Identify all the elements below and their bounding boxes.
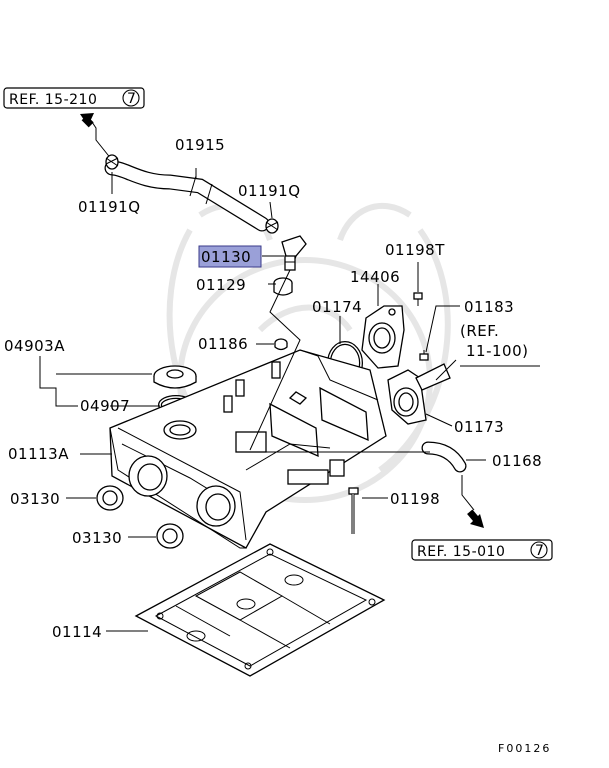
callout-04907[interactable]: 04907 (80, 397, 130, 415)
seal-housing-14406-icon (361, 305, 405, 369)
callout-01198t[interactable]: 01198T (385, 241, 445, 259)
arrow-to-ref-top-icon (80, 113, 113, 161)
oil-filler-cap-icon (153, 365, 197, 389)
callout-01129[interactable]: 01129 (196, 276, 246, 294)
ref-top-text: REF. 15-210 (9, 92, 97, 108)
callout-01191q-right[interactable]: 01191Q (238, 182, 301, 200)
callout-01915[interactable]: 01915 (175, 136, 225, 154)
ref-top-box: REF. 15-210 7 (3, 87, 145, 109)
cover-hose-01168-icon (421, 441, 467, 473)
bolt-01183-icon (419, 350, 429, 361)
spark-plug-hole-left-icon (128, 455, 168, 497)
leader-lines (39, 168, 540, 632)
figure-code: F00126 (498, 742, 551, 755)
ref-side-line-1: (REF. (460, 322, 499, 340)
callout-highlight (198, 245, 262, 268)
breather-hose (104, 160, 270, 232)
ref-bottom-box: REF. 15-010 7 (411, 539, 553, 561)
ref-top-num: 7 (127, 91, 136, 107)
callout-01130[interactable]: 01130 (201, 248, 251, 266)
callout-01173[interactable]: 01173 (454, 418, 504, 436)
bolt-01198-icon (348, 487, 359, 534)
bolt-01198t-icon (413, 292, 423, 306)
callout-03130-upper[interactable]: 03130 (10, 490, 60, 508)
ref-side-line-2: 11-100) (466, 342, 528, 360)
pcv-valve-icon (281, 235, 307, 271)
callout-14406[interactable]: 14406 (350, 268, 400, 286)
nut-01186-icon (274, 338, 288, 351)
seal-housing-01173-icon (387, 363, 451, 425)
callout-01174[interactable]: 01174 (312, 298, 362, 316)
rocker-cover-gasket (134, 543, 386, 677)
hose-clamp-right-icon (265, 218, 279, 234)
callout-01191q-left[interactable]: 01191Q (78, 198, 141, 216)
ref-bottom-num: 7 (535, 543, 544, 559)
callout-01113a[interactable]: 01113A (8, 445, 69, 463)
callout-01168[interactable]: 01168 (492, 452, 542, 470)
callout-03130-lower[interactable]: 03130 (72, 529, 122, 547)
plug-seal-lower-icon (156, 523, 184, 549)
arrow-to-ref-bottom-icon (461, 475, 484, 528)
ref-bottom-text: REF. 15-010 (417, 544, 505, 560)
grommet-icon (273, 277, 293, 296)
rocker-cover (109, 349, 387, 549)
callout-01186[interactable]: 01186 (198, 335, 248, 353)
callout-01114[interactable]: 01114 (52, 623, 102, 641)
callout-01183[interactable]: 01183 (464, 298, 514, 316)
spark-plug-hole-right-icon (196, 485, 236, 527)
callout-04903a[interactable]: 04903A (4, 337, 65, 355)
plug-seal-upper-icon (96, 485, 124, 511)
callout-01198[interactable]: 01198 (390, 490, 440, 508)
hose-clamp-left-icon (105, 154, 119, 170)
